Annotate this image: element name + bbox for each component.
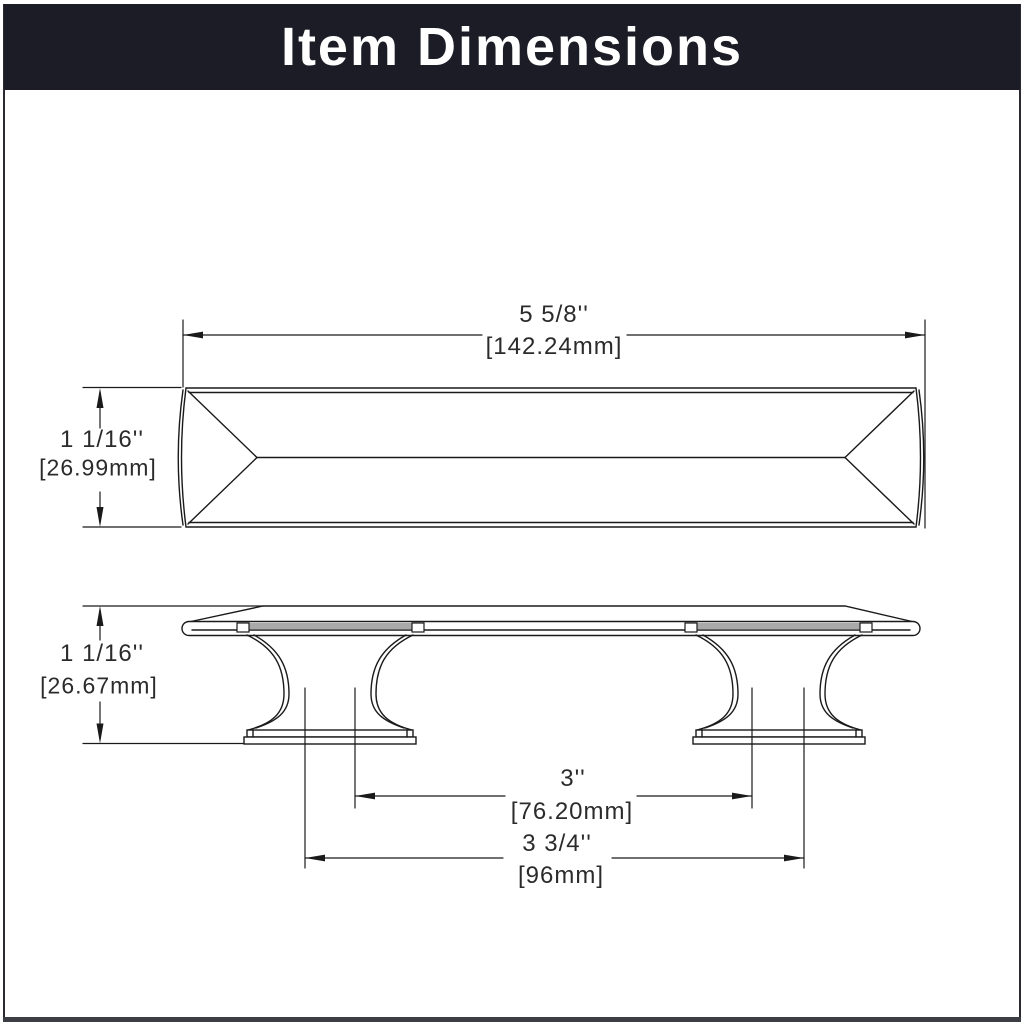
page-border-left [3, 4, 5, 1020]
bevel-diagonal [844, 390, 915, 459]
label-height-top-mm: [26.99mm] [39, 454, 157, 481]
label-mount-mm: [96mm] [517, 862, 605, 889]
page-border-bottom [3, 1017, 1021, 1022]
bar-clip [684, 622, 698, 633]
bevel-diagonal [844, 456, 915, 525]
bar-clip [411, 622, 425, 633]
side-view [181, 605, 921, 745]
bar-clip [859, 622, 873, 633]
bar-shade-strip [697, 623, 860, 630]
label-height-side-inches: 1 1/16'' [60, 640, 144, 667]
bar-clip [236, 622, 250, 633]
page-border-right [1019, 4, 1021, 1020]
pedestal-foot [243, 634, 417, 745]
label-mount-inches: 3 3/4'' [522, 830, 592, 857]
dimension-center-to-center [354, 792, 753, 800]
label-height-top-inches: 1 1/16'' [60, 426, 144, 453]
label-cc-inches: 3'' [560, 765, 586, 792]
page-title: Item Dimensions [280, 17, 744, 77]
label-length-mm: [142.24mm] [485, 333, 623, 360]
dimension-length [182, 319, 926, 529]
bar-back-edge [190, 605, 913, 623]
label-height-side-mm: [26.67mm] [40, 672, 158, 699]
pull-top-outline [180, 387, 922, 528]
header-bar: Item Dimensions [4, 4, 1020, 90]
extension-lines [304, 687, 805, 869]
dimension-mount [304, 854, 805, 862]
dimension-height-side [82, 605, 264, 745]
label-cc-mm: [76.20mm] [510, 798, 634, 825]
bar-shade-strip [249, 623, 412, 630]
pull-top-end-right [918, 389, 925, 526]
dimension-height-top [82, 386, 182, 528]
label-length-inches: 5 5/8'' [519, 301, 589, 328]
bevel-diagonal [187, 390, 258, 459]
top-view [177, 387, 925, 528]
pull-top-end-left [177, 389, 184, 526]
bevel-diagonal [187, 456, 258, 525]
